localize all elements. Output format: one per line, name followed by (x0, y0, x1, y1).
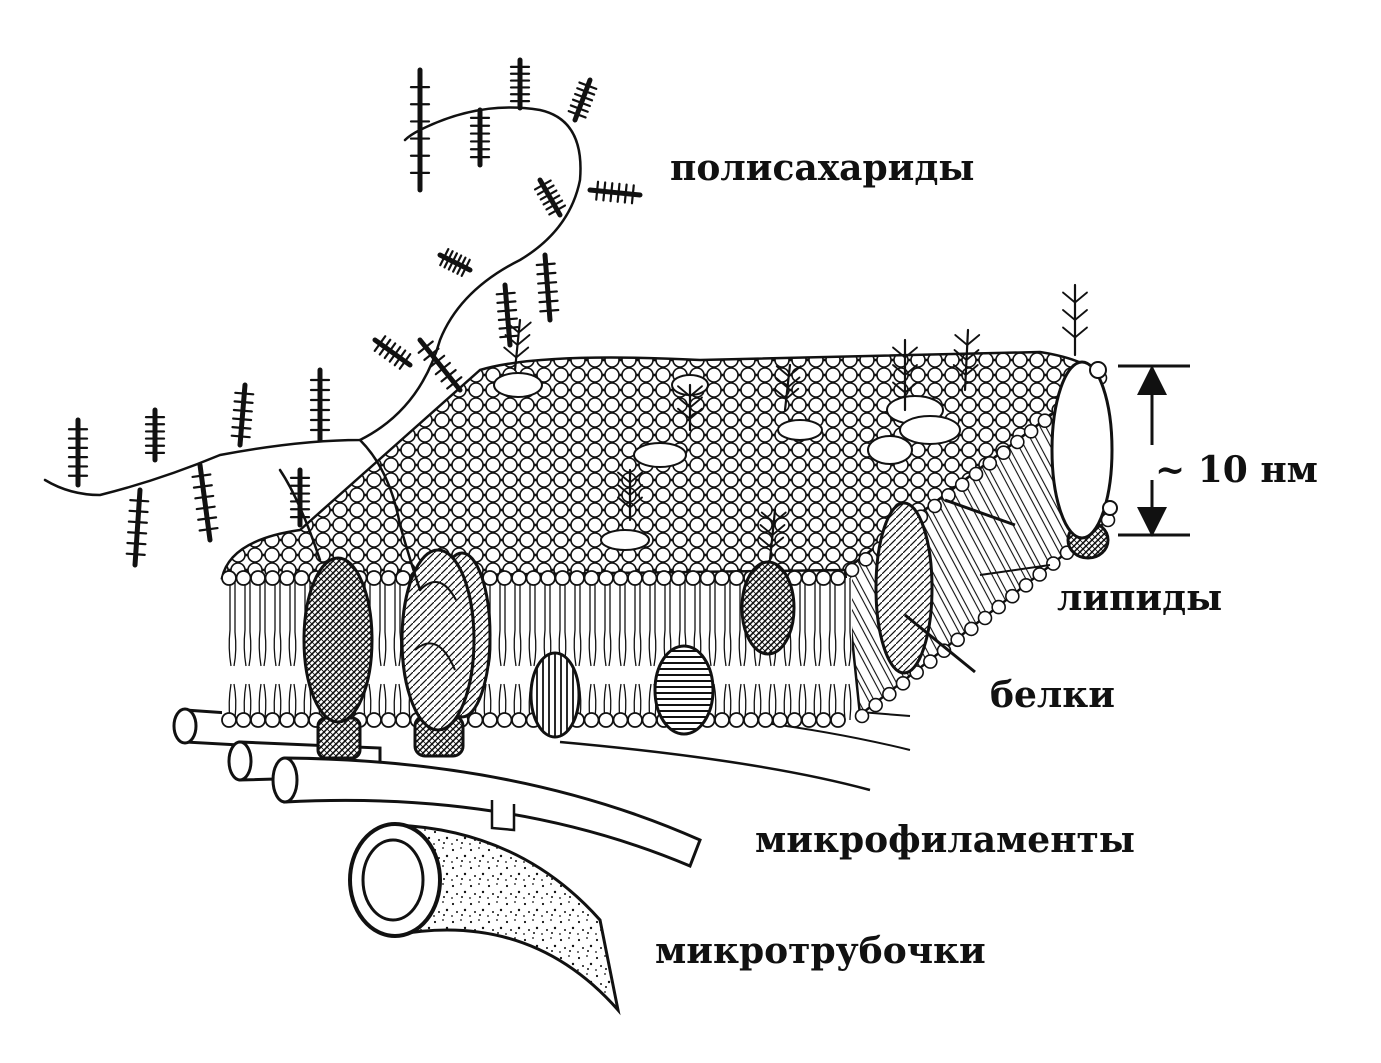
edge-protein (1050, 360, 1118, 560)
peripheral-protein (653, 644, 715, 736)
label-lipids: липиды (1057, 577, 1223, 619)
leader-lines (904, 498, 1051, 674)
transmembrane-protein (302, 556, 374, 760)
peripheral-protein (529, 651, 581, 739)
label-proteins: белки (990, 674, 1115, 716)
transmembrane-protein (400, 548, 492, 758)
polysaccharide-chains (43, 57, 1088, 592)
microfilament-tube (271, 756, 702, 868)
integral-protein (874, 501, 934, 675)
label-polysaccharides: полисахариды (670, 147, 975, 189)
integral-protein (740, 560, 796, 656)
label-microfilaments: микрофиламенты (755, 819, 1135, 861)
thickness-dimension (1118, 364, 1190, 537)
membrane-proteins (302, 360, 1118, 760)
label-thickness: ~ 10 нм (1155, 449, 1318, 491)
microtubule (348, 822, 621, 1016)
label-microtubules: микротрубочки (655, 930, 986, 972)
lipid-bilayer (220, 350, 1116, 728)
